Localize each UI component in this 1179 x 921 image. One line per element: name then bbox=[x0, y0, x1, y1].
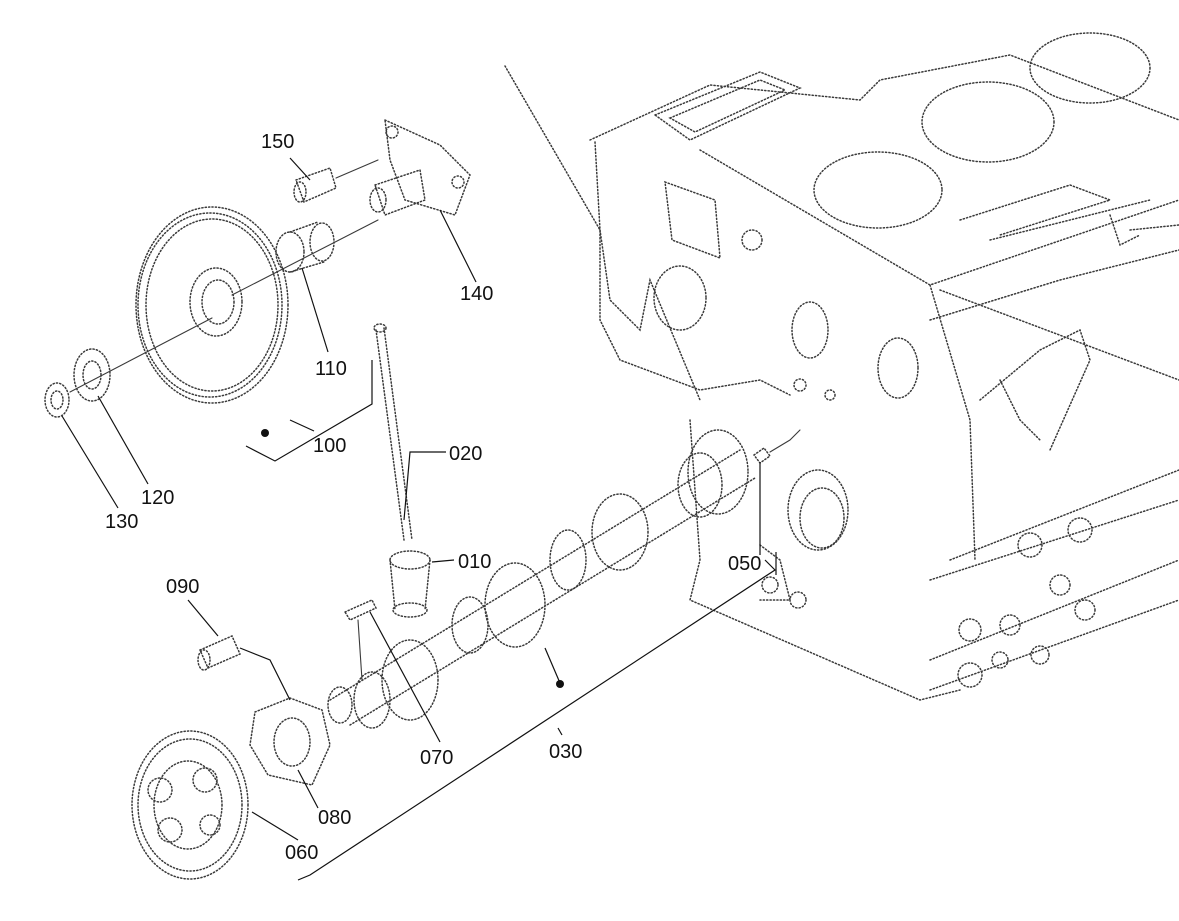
idler-axis-line bbox=[69, 317, 213, 393]
callout-110: 110 bbox=[315, 358, 347, 380]
callout-050: 050 bbox=[728, 553, 761, 575]
callout-090: 090 bbox=[166, 576, 199, 598]
callout-030: 030 bbox=[549, 741, 582, 763]
bolt-090 bbox=[197, 635, 241, 671]
plug-050 bbox=[752, 429, 801, 465]
engine-block bbox=[504, 32, 1179, 701]
idler-gear bbox=[135, 206, 289, 404]
callout-010: 010 bbox=[458, 551, 491, 573]
callout-130: 130 bbox=[105, 511, 138, 533]
callout-060: 060 bbox=[285, 842, 318, 864]
circlip-130 bbox=[44, 382, 70, 418]
idler-axis-line-2 bbox=[231, 219, 379, 296]
idler-shaft-bracket-140 bbox=[369, 118, 471, 216]
callout-070: 070 bbox=[420, 747, 453, 769]
callout-120: 120 bbox=[141, 487, 174, 509]
reference-dot-gear bbox=[261, 429, 269, 437]
tappet-010 bbox=[389, 550, 431, 618]
thrust-plate-080 bbox=[249, 697, 331, 786]
collar-120 bbox=[73, 348, 111, 402]
push-rod-020 bbox=[373, 323, 413, 541]
callout-140: 140 bbox=[460, 283, 493, 305]
reference-dot-camshaft bbox=[556, 680, 564, 688]
leader-lines bbox=[61, 157, 777, 881]
callout-080: 080 bbox=[318, 807, 351, 829]
callout-100: 100 bbox=[313, 435, 346, 457]
bolt-150 bbox=[293, 159, 379, 204]
key-070 bbox=[343, 599, 378, 681]
callout-labels: 150 140 110 100 120 130 020 010 050 090 … bbox=[105, 131, 761, 864]
callout-150: 150 bbox=[261, 131, 294, 153]
callout-020: 020 bbox=[449, 443, 482, 465]
cam-gear-060 bbox=[131, 730, 249, 880]
camshaft-030 bbox=[327, 429, 756, 729]
